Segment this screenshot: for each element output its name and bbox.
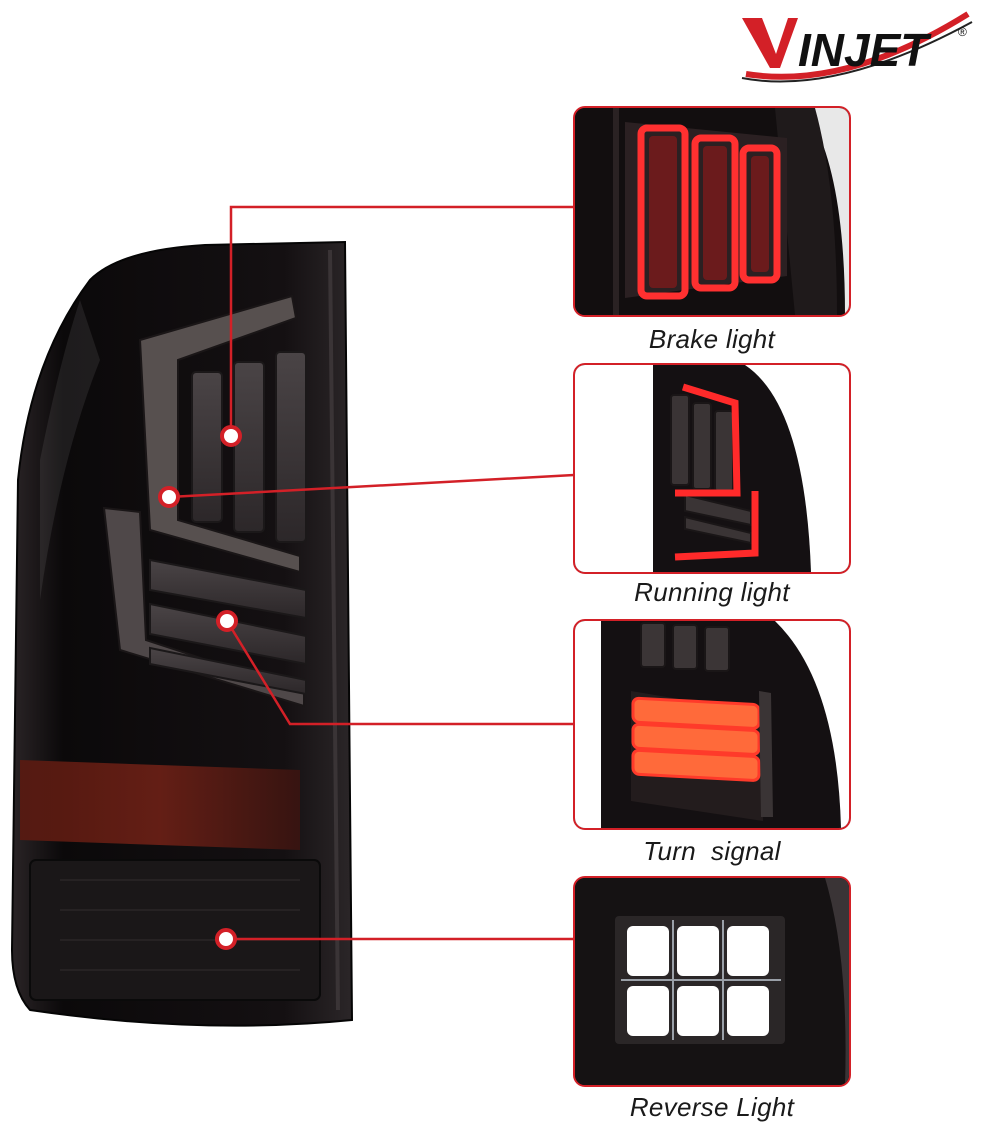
running-light-panel: [573, 363, 851, 574]
svg-text:INJET: INJET: [798, 24, 932, 76]
reverse-light-panel: [573, 876, 851, 1087]
turn-signal-panel: [573, 619, 851, 830]
callout-dots: [158, 425, 242, 950]
turn-signal-label: Turn signal: [643, 836, 781, 866]
callout-connectors: [168, 205, 575, 941]
brake-light-label: Brake light: [648, 324, 776, 354]
running-light-label: Running light: [634, 577, 790, 607]
vinjet-logo: INJET ®: [736, 4, 976, 84]
svg-text:®: ®: [958, 25, 967, 39]
reverse-light-label: Reverse Light: [629, 1092, 795, 1122]
brake-light-panel: [573, 106, 851, 317]
